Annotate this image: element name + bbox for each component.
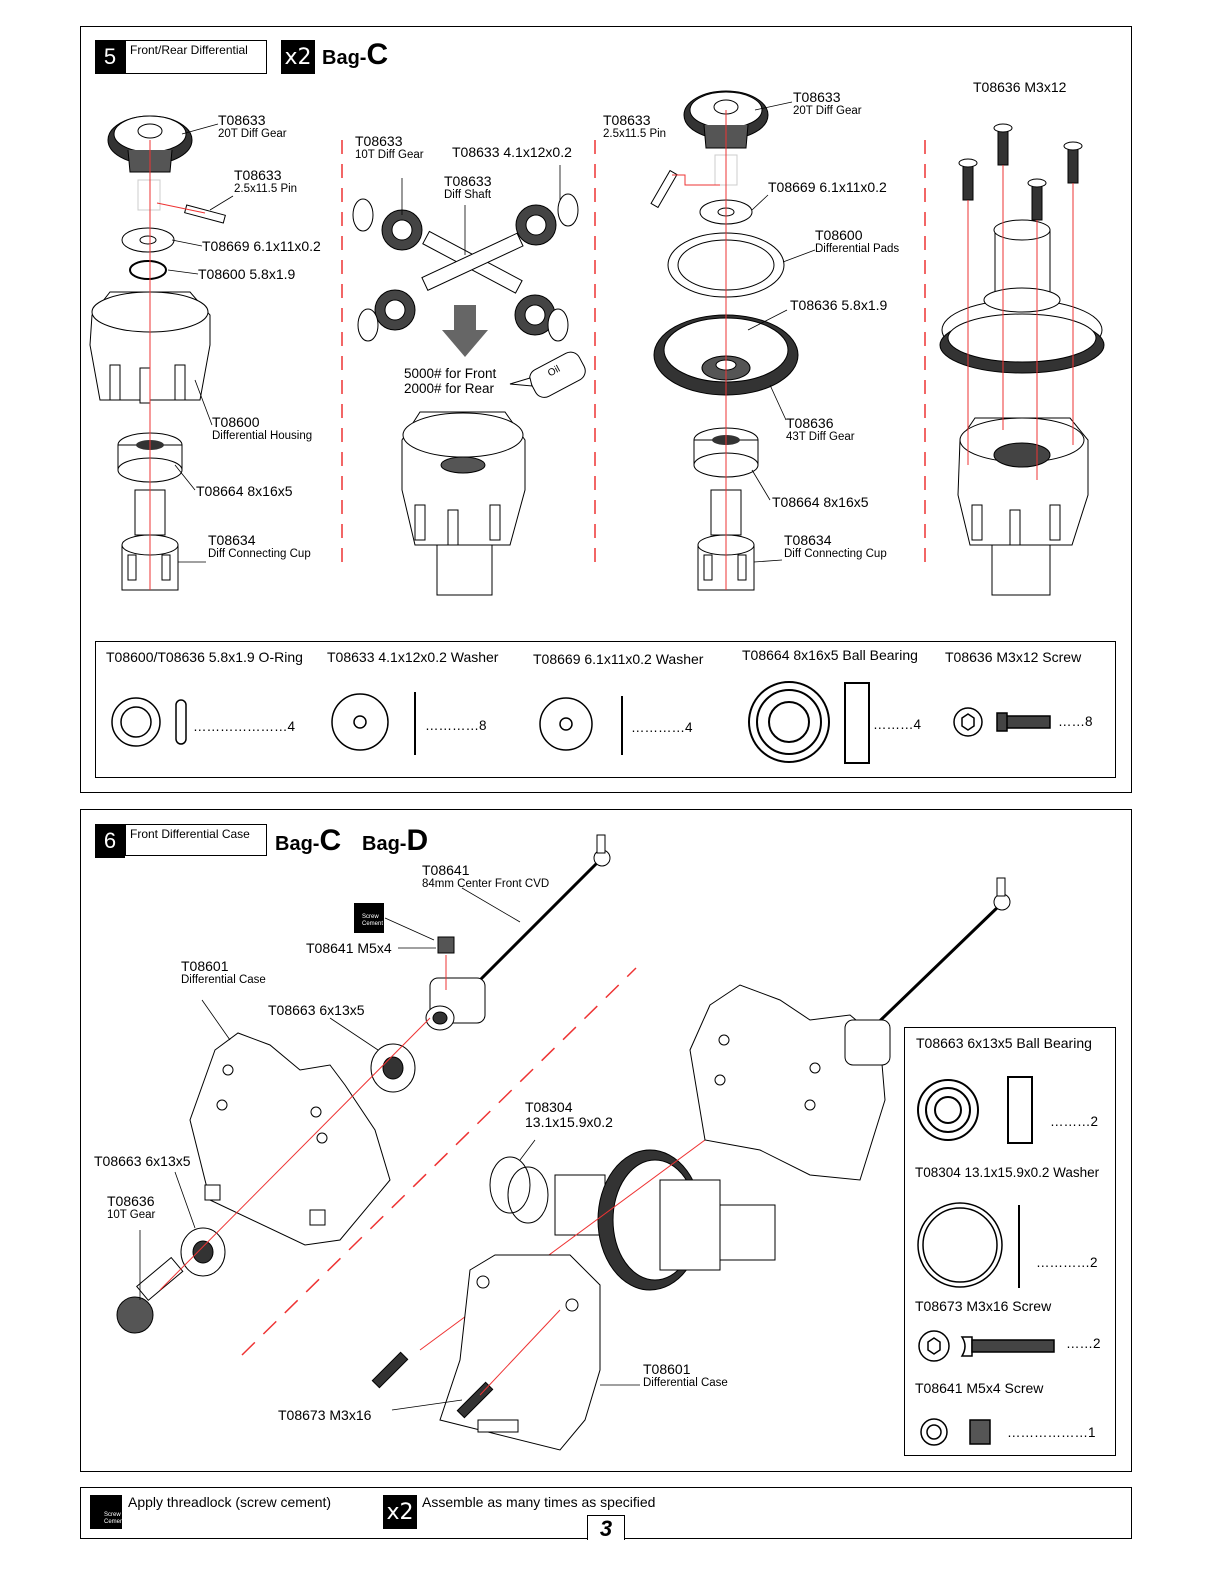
part-name-washer-4x12: T08633 4.1x12x0.2 Washer [327, 649, 499, 665]
screw-icon [953, 707, 1051, 737]
washer-icon-1 [331, 692, 416, 755]
label-oring-c: T08636 5.8x1.9 [790, 297, 888, 313]
washers-b [352, 193, 579, 342]
diff-case-right [689, 984, 886, 1181]
set-screw [437, 936, 455, 954]
multiplier-badge: x2 [281, 40, 315, 74]
part-qty-bearing-8x16: ………4 [873, 717, 922, 732]
washer-icon-2 [539, 696, 623, 755]
assemble-text: Assemble as many times as specified [422, 1494, 656, 1510]
diff-housing-b [401, 411, 526, 596]
cement-icon-small [354, 903, 384, 933]
step-number: 6 [95, 824, 125, 858]
step-number: 5 [95, 40, 125, 74]
bag-label-d: Bag-D [362, 824, 429, 857]
label-bearing-left: T08663 6x13x5 [94, 1153, 191, 1169]
set-screw-icon [920, 1418, 991, 1446]
label-washer-c: T08669 6.1x11x0.2 [768, 179, 887, 195]
step-title: Front/Rear Differential [125, 40, 267, 74]
washer-icon [917, 1202, 1020, 1288]
part-name-bearing-8x16: T08664 8x16x5 Ball Bearing [742, 647, 918, 663]
part-qty-screw-m5x4: ………………1 [1007, 1425, 1096, 1440]
label-washer-b: T08633 4.1x12x0.2 [452, 144, 572, 160]
oil-bottle [509, 351, 586, 398]
diff-assembly [554, 1149, 776, 1291]
part-qty-oring: …………………4 [193, 719, 296, 734]
label-oil-front: 5000# for Front [404, 366, 497, 381]
label-oil-rear: 2000# for Rear [404, 381, 495, 396]
screws-m3x12 [958, 123, 1083, 221]
bearing-top [370, 1043, 416, 1093]
ball-bearing-icon [917, 1076, 1033, 1144]
part-qty-washer-6x11: …………4 [631, 720, 693, 735]
part-name-washer-6x11: T08669 6.1x11x0.2 Washer [533, 651, 704, 667]
part-name-screw-m5x4: T08641 M5x4 Screw [915, 1380, 1044, 1396]
oring-icon [111, 697, 187, 747]
label-screw-m3x12: T08636 M3x12 [973, 79, 1067, 95]
screw-cement-icon [90, 1495, 122, 1529]
part-name-bearing-6x13: T08663 6x13x5 Ball Bearing [916, 1035, 1092, 1051]
part-name-screw-m3x16: T08673 M3x16 Screw [915, 1298, 1052, 1314]
bearing-c [693, 427, 759, 478]
screw-m3x16-icon [918, 1330, 1055, 1362]
bag-label: Bag-C [322, 38, 389, 71]
bag-label-c: Bag-C [275, 824, 342, 857]
diff-shaft [421, 230, 524, 294]
ball-bearing-icon [748, 681, 870, 764]
label-setscrew: T08641 M5x4 [306, 940, 392, 956]
washer-t08304 [489, 1156, 549, 1224]
pinion-10t [116, 1256, 184, 1334]
pin-c [650, 169, 678, 209]
part-qty-washer-4x12: …………8 [425, 718, 487, 733]
label-screw-m3x16: T08673 M3x16 [278, 1407, 372, 1423]
threadlock-text: Apply threadlock (screw cement) [128, 1494, 332, 1510]
part-qty-bearing-6x13: ………2 [1050, 1114, 1099, 1129]
label-bearing-top: T08663 6x13x5 [268, 1002, 365, 1018]
page-number: 3 [587, 1515, 625, 1541]
label-oring-a: T08600 5.8x1.9 [198, 266, 296, 282]
cvd-shaft [425, 834, 611, 1031]
part-name-oring: T08600/T08636 5.8x1.9 O-Ring [106, 649, 303, 665]
bearing-left [180, 1227, 226, 1277]
part-name-washer-13x15: T08304 13.1x15.9x0.2 Washer [915, 1165, 1100, 1180]
step-title: Front Differential Case [125, 824, 267, 856]
cvd-shaft-right [844, 877, 1011, 1066]
part-qty-washer-13x15: …………2 [1036, 1255, 1098, 1270]
multiplier-badge: x2 [383, 1495, 417, 1529]
label-washer-a: T08669 6.1x11x0.2 [202, 238, 321, 254]
label-bearing-c: T08664 8x16x5 [772, 494, 869, 510]
part-name-screw-m3x12: T08636 M3x12 Screw [945, 649, 1082, 665]
diff-case-left [189, 1032, 391, 1246]
step5-parts-box [95, 641, 1116, 778]
fill-arrow [442, 305, 488, 357]
part-qty-screw-m3x16: ……2 [1066, 1336, 1101, 1351]
part-qty-screw-m3x12: ……8 [1058, 714, 1093, 729]
label-bearing-a: T08664 8x16x5 [196, 483, 293, 499]
step6-parts-box [904, 1027, 1116, 1456]
